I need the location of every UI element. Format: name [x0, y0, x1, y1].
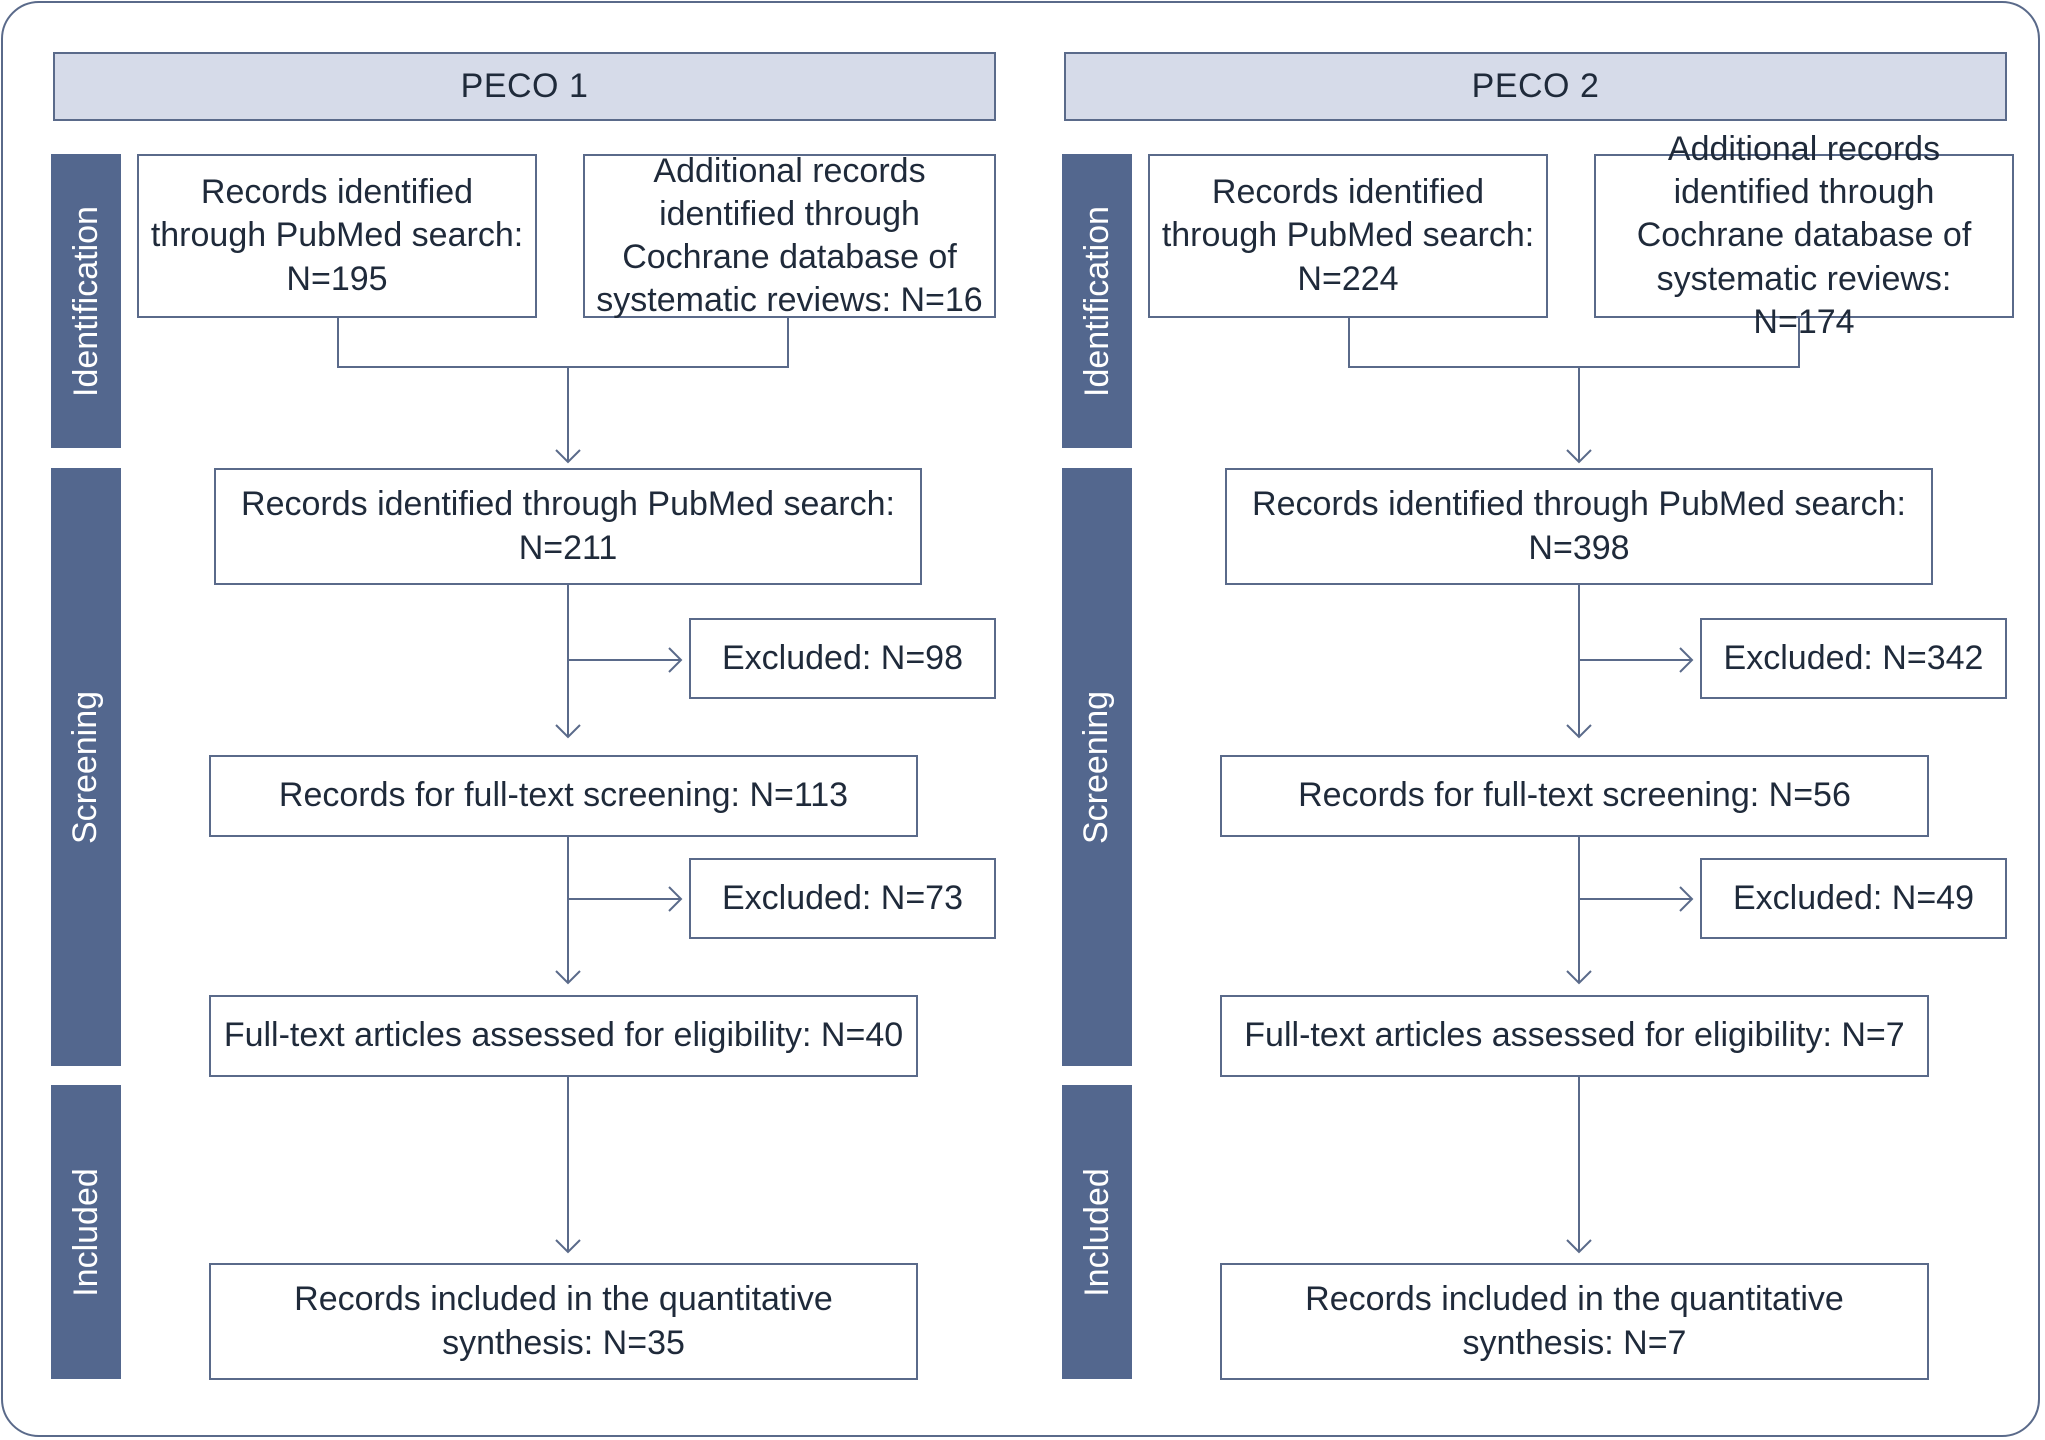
peco-1-header: PECO 1: [53, 52, 996, 121]
included-stage-bar: Included: [51, 1085, 121, 1379]
pubmed-identified-box: Records identified through PubMed search…: [1148, 154, 1548, 318]
peco-2-panel: PECO 2 Identification Screening Included…: [1011, 0, 2033, 1440]
flow-connectors: [1348, 318, 1800, 1254]
down-arrow-to-included: [555, 1077, 581, 1254]
full-text-screening-box: Records for full-text screening: N=113: [209, 755, 918, 837]
screening-stage-bar: Screening: [51, 468, 121, 1066]
screened-records-box: Records identified through PubMed search…: [214, 468, 922, 585]
down-arrow-to-screened: [1566, 367, 1592, 464]
included-stage-bar: Included: [1062, 1085, 1132, 1379]
down-arrow-to-eligibility: [555, 837, 581, 985]
included-records-box: Records included in the quantitative syn…: [1220, 1263, 1929, 1380]
full-text-screening-box: Records for full-text screening: N=56: [1220, 755, 1929, 837]
pubmed-identified-box: Records identified through PubMed search…: [137, 154, 537, 318]
peco-1-panel: PECO 1 Identification Screening Included…: [0, 0, 1022, 1440]
additional-records-box: Additional records identified through Co…: [583, 152, 996, 319]
included-records-box: Records included in the quantitative syn…: [209, 1263, 918, 1380]
excluded-second-box: Excluded: N=49: [1700, 858, 2007, 939]
side-arrow-to-excluded-second: [1579, 886, 1694, 912]
excluded-first-box: Excluded: N=98: [689, 618, 996, 699]
merge-connector: [337, 318, 789, 368]
identification-stage-bar: Identification: [51, 154, 121, 448]
flow-connectors: [337, 318, 789, 1254]
down-arrow-to-screened: [555, 367, 581, 464]
identification-stage-bar: Identification: [1062, 154, 1132, 448]
screened-records-box: Records identified through PubMed search…: [1225, 468, 1933, 585]
down-arrow-to-eligibility: [1566, 837, 1592, 985]
side-arrow-to-excluded-first: [568, 647, 683, 673]
merge-connector: [1348, 318, 1800, 368]
side-arrow-to-excluded-second: [568, 886, 683, 912]
eligibility-box: Full-text articles assessed for eligibil…: [1220, 995, 1929, 1077]
peco-2-header: PECO 2: [1064, 52, 2007, 121]
screening-stage-bar: Screening: [1062, 468, 1132, 1066]
down-arrow-to-included: [1566, 1077, 1592, 1254]
additional-records-box: Additional records identified through Co…: [1594, 130, 2014, 341]
eligibility-box: Full-text articles assessed for eligibil…: [209, 995, 918, 1077]
side-arrow-to-excluded-first: [1579, 647, 1694, 673]
excluded-second-box: Excluded: N=73: [689, 858, 996, 939]
excluded-first-box: Excluded: N=342: [1700, 618, 2007, 699]
